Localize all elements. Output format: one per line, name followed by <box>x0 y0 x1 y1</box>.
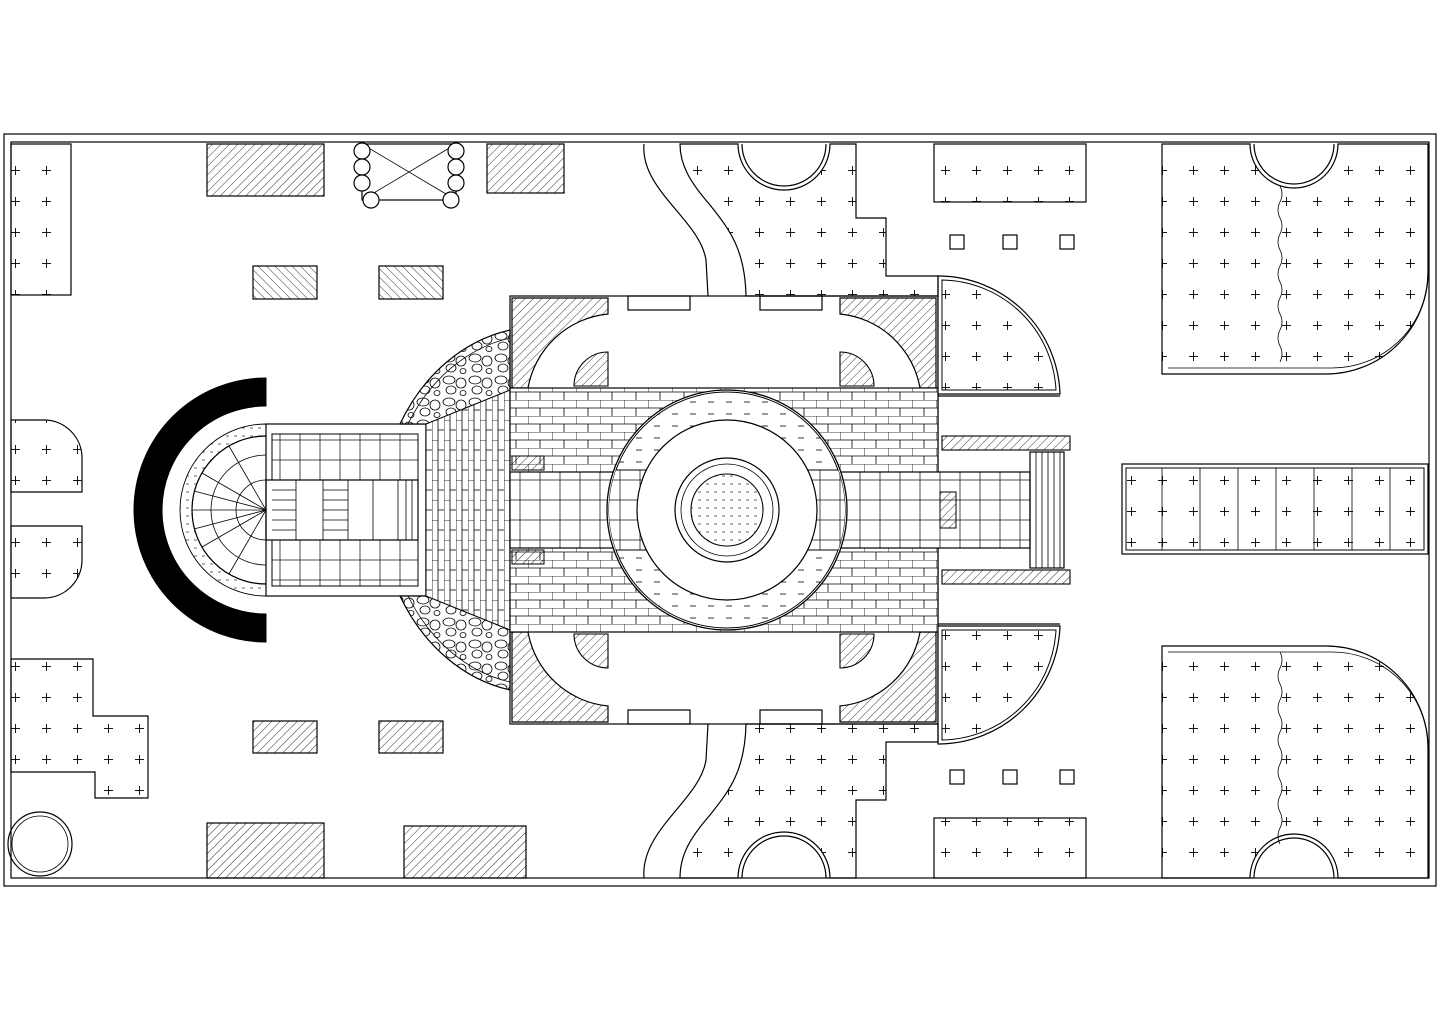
hatched-bed <box>378 720 444 754</box>
hatched-bed <box>206 822 325 879</box>
site-border-outer <box>3 133 1437 887</box>
post-marker <box>1002 234 1018 250</box>
fountain-plaza <box>606 389 848 631</box>
planting-bed <box>941 279 1057 391</box>
semicircular-stage <box>133 377 267 643</box>
small-bed <box>839 351 875 387</box>
small-bed <box>839 633 875 669</box>
walkway-marker <box>939 491 957 529</box>
hatched-bed <box>378 265 444 300</box>
bed-edge <box>1168 277 1429 369</box>
corner-bed <box>839 297 937 389</box>
hatched-bed <box>252 720 318 754</box>
hatched-bed <box>486 143 565 194</box>
post-marker <box>1002 769 1018 785</box>
trellis-structure <box>353 142 465 209</box>
plaza-top-step <box>759 295 823 311</box>
small-bed <box>573 633 609 669</box>
winding-path-edge <box>643 143 709 297</box>
plaza-top-step <box>627 295 691 311</box>
bed-edge <box>1168 651 1429 743</box>
post-marker <box>949 234 965 250</box>
round-planter-inner <box>11 815 69 873</box>
corner-bed <box>511 631 609 723</box>
semicircle-bed-edge <box>1253 143 1335 185</box>
planting-bed <box>10 525 83 599</box>
east-steps-treads <box>1035 452 1061 568</box>
entrance-steps <box>265 479 419 541</box>
segmented-planting-bed <box>1121 463 1429 555</box>
planting-bed <box>933 817 1087 879</box>
bed-divider <box>1277 651 1283 845</box>
semicircle-bed-edge <box>1253 837 1335 879</box>
corner-bed <box>839 631 937 723</box>
post-marker <box>949 769 965 785</box>
bed-divider <box>1277 185 1283 363</box>
planting-bed <box>10 143 72 296</box>
planting-bed <box>10 419 83 493</box>
hatched-bench <box>941 435 1071 451</box>
hatched-bed <box>206 143 325 197</box>
hatched-bed <box>252 265 318 300</box>
pebble-edge <box>407 337 511 683</box>
small-bed <box>573 351 609 387</box>
planting-bed <box>933 143 1087 203</box>
hatched-bed <box>403 825 527 879</box>
plaza-bottom-step <box>627 709 691 725</box>
planting-bed <box>679 143 939 297</box>
terrace-tiles <box>271 433 419 481</box>
corner-bed <box>511 297 609 389</box>
planting-bed <box>10 658 149 799</box>
post-marker <box>1059 769 1075 785</box>
hatched-bench <box>941 569 1071 585</box>
post-marker <box>1059 234 1075 250</box>
planting-bed <box>679 723 939 879</box>
winding-path-edge <box>643 723 709 879</box>
planting-bed <box>1161 143 1429 375</box>
east-steps <box>1029 451 1065 569</box>
planting-bed <box>1161 645 1429 879</box>
terrace-tiles <box>271 539 419 587</box>
walkway-marker <box>511 455 545 471</box>
walkway-marker <box>511 549 545 565</box>
round-planter <box>7 811 73 877</box>
semicircle-bed-edge <box>741 143 827 187</box>
plaza-bottom-step <box>759 709 823 725</box>
semicircle-bed-edge <box>741 835 827 879</box>
brick-fan <box>425 389 511 631</box>
planting-bed <box>941 629 1057 741</box>
